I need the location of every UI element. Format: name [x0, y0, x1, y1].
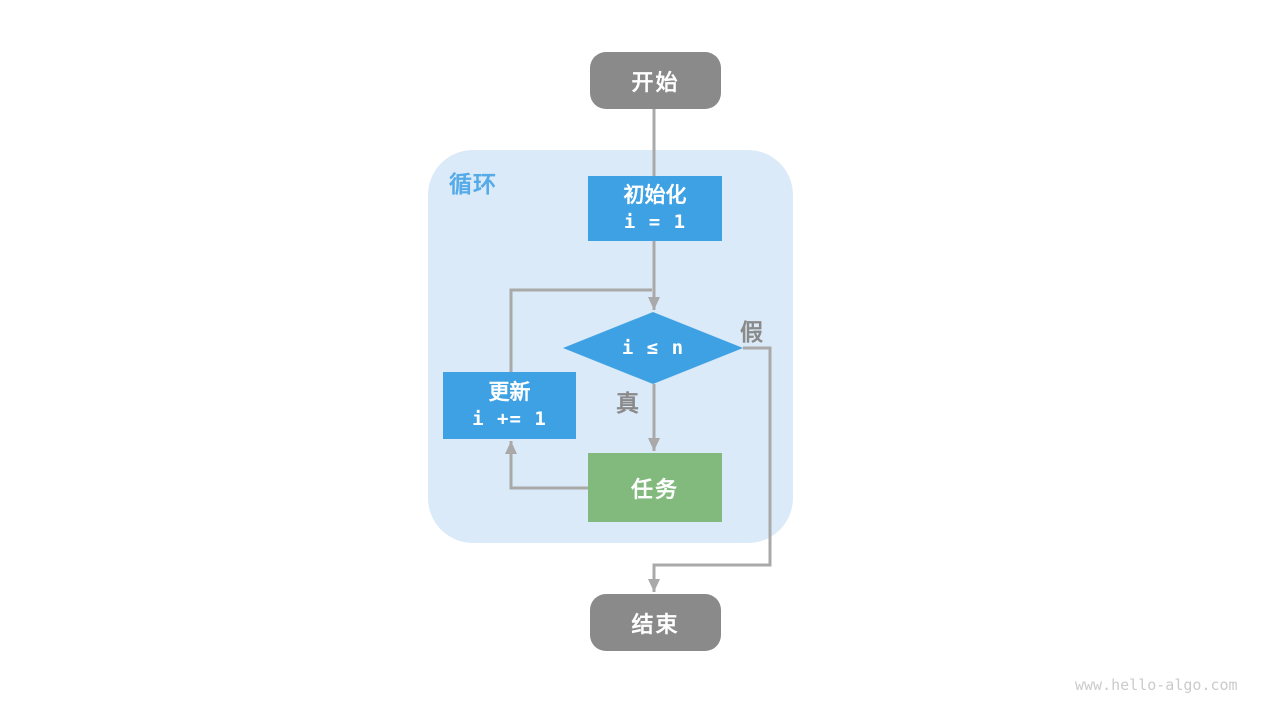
update-node-code: i += 1: [472, 407, 547, 430]
condition-node-code: i ≤ n: [621, 337, 685, 359]
start-node: 开始: [590, 52, 721, 109]
end-node: 结束: [590, 594, 721, 651]
task-node-label: 任务: [630, 476, 679, 502]
edge-label-false: 假: [740, 319, 763, 345]
edge-update-to-condition: [509, 288, 652, 372]
edge-task-to-update: [505, 441, 588, 490]
edge-label-true: 真: [616, 390, 639, 416]
init-node: 初始化 i = 1: [588, 176, 722, 241]
init-node-code: i = 1: [623, 210, 687, 233]
end-node-label: 结束: [631, 611, 680, 637]
update-node-title: 更新: [488, 380, 531, 404]
task-node: 任务: [588, 453, 722, 522]
loop-scope-label: 循环: [449, 171, 497, 197]
site-watermark: www.hello-algo.com: [1075, 676, 1238, 694]
start-node-label: 开始: [631, 69, 680, 95]
update-node: 更新 i += 1: [443, 372, 576, 439]
edge-condition-false-to-end: [648, 346, 772, 592]
init-node-title: 初始化: [623, 183, 687, 207]
